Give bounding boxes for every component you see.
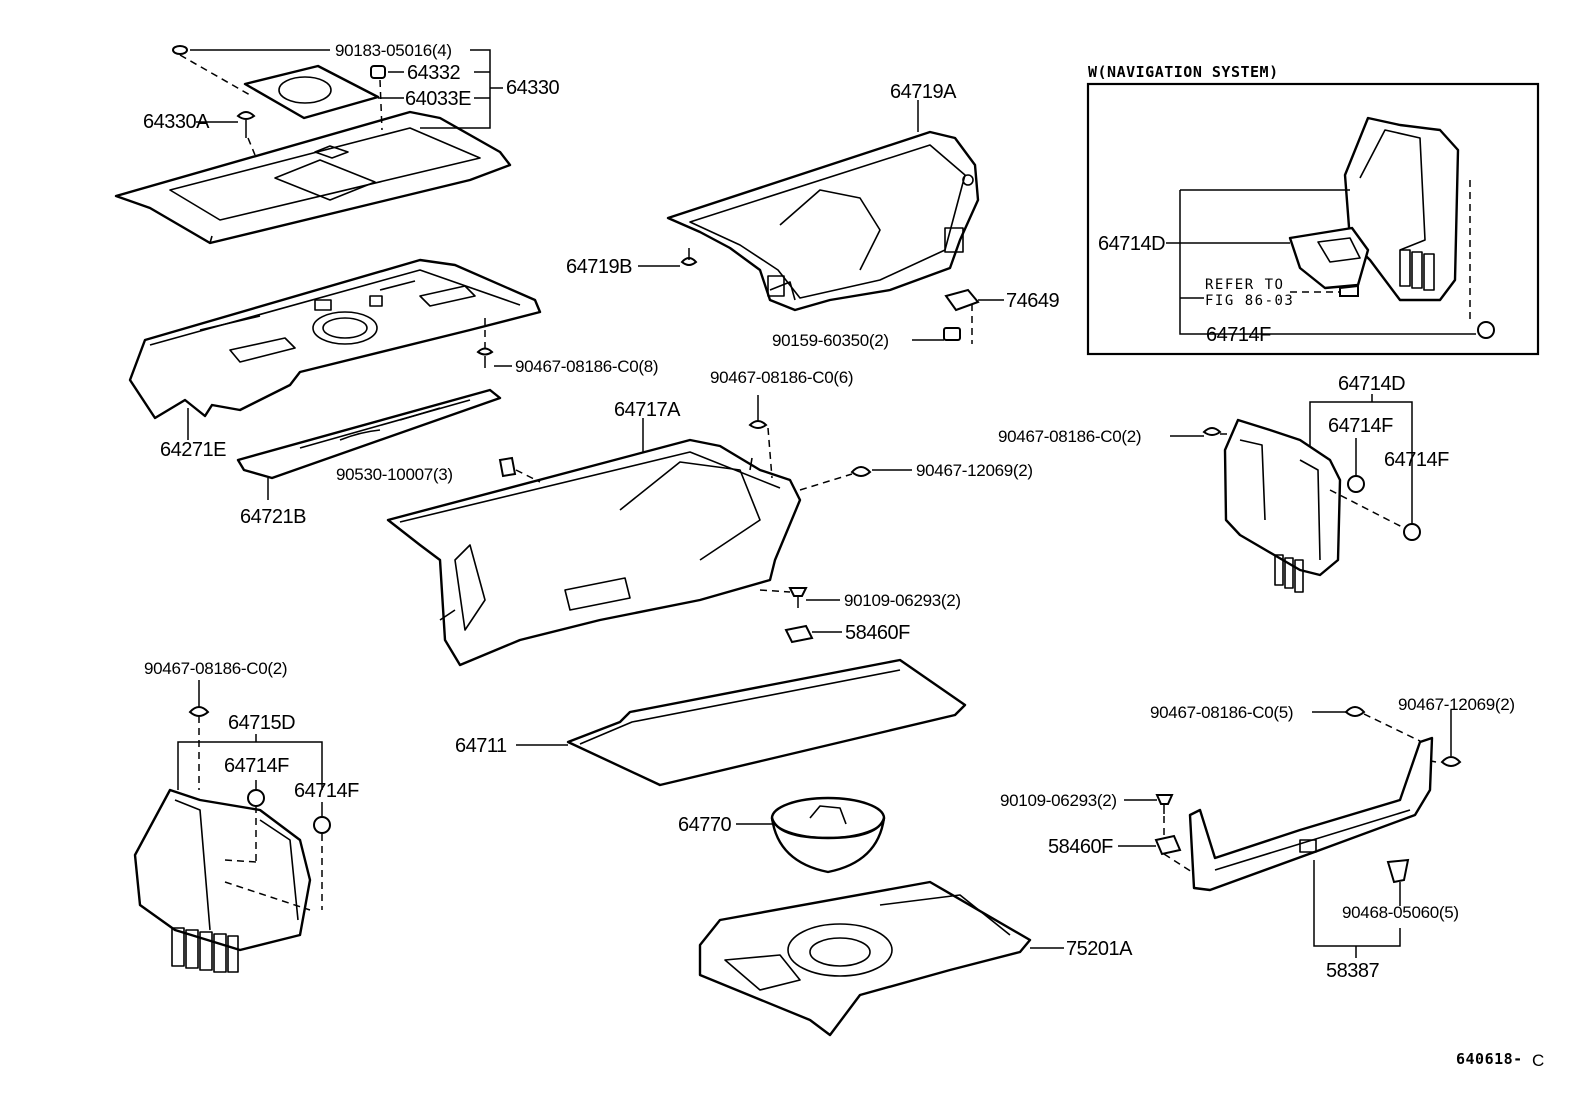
side-trim-64715d bbox=[133, 788, 312, 973]
trunk-front-trim-64717a bbox=[386, 438, 802, 667]
label-90467-08186-c0-2b: 90467-08186-C0(2) bbox=[998, 427, 1141, 446]
nav-inset-frame bbox=[1086, 82, 1540, 356]
label-64719a: 64719A bbox=[890, 81, 957, 103]
label-64330: 64330 bbox=[506, 77, 559, 99]
label-64714d-r: 64714D bbox=[1338, 373, 1405, 395]
trunk-lid-trim-64719a bbox=[666, 130, 980, 312]
label-64715d: 64715D bbox=[228, 712, 295, 734]
label-64714f-r1: 64714F bbox=[1328, 415, 1393, 437]
rear-shelf-panel-64271e bbox=[128, 258, 542, 420]
label-90467-12069-b: 90467-12069(2) bbox=[1398, 695, 1515, 714]
sill-plate-64721b bbox=[236, 388, 502, 480]
label-75201a: 75201A bbox=[1066, 938, 1133, 960]
label-64714f-l1: 64714F bbox=[224, 755, 289, 777]
label-64711: 64711 bbox=[455, 735, 507, 757]
spare-tire-cup-64770 bbox=[770, 796, 886, 874]
label-58387: 58387 bbox=[1326, 960, 1379, 982]
label-64770: 64770 bbox=[678, 814, 731, 836]
label-64721b: 64721B bbox=[240, 506, 306, 528]
label-64714f-r2: 64714F bbox=[1384, 449, 1449, 471]
label-64714f-l2: 64714F bbox=[294, 780, 359, 802]
figure-code: 640618- bbox=[1456, 1050, 1523, 1068]
side-trim-64714d bbox=[1223, 418, 1342, 593]
label-64271e: 64271E bbox=[160, 439, 226, 461]
label-58460f-a: 58460F bbox=[845, 622, 910, 644]
label-90467-08186-c0-5: 90467-08186-C0(5) bbox=[1150, 703, 1293, 722]
label-90467-08186-c0-8: 90467-08186-C0(8) bbox=[515, 357, 658, 376]
label-64332: 64332 bbox=[407, 62, 460, 84]
nav-refer-line2: FIG 86-03 bbox=[1205, 293, 1294, 309]
nav-cover-64714d bbox=[1288, 226, 1370, 290]
label-90159-60350: 90159-60350(2) bbox=[772, 331, 889, 350]
label-90530-10007: 90530-10007(3) bbox=[336, 465, 453, 484]
package-tray-trim-assembly bbox=[114, 45, 512, 245]
figure-code-suffix: C bbox=[1532, 1051, 1544, 1070]
label-90109-06293-b: 90109-06293(2) bbox=[1000, 791, 1117, 810]
label-90109-06293-a: 90109-06293(2) bbox=[844, 591, 961, 610]
label-90467-08186-c0-2a: 90467-08186-C0(2) bbox=[144, 659, 287, 678]
nav-label-64714d: 64714D bbox=[1098, 233, 1165, 255]
label-90467-12069-a: 90467-12069(2) bbox=[916, 461, 1033, 480]
label-90467-08186-c0-6: 90467-08186-C0(6) bbox=[710, 368, 853, 387]
label-74649: 74649 bbox=[1006, 290, 1059, 312]
label-64330a: 64330A bbox=[143, 111, 210, 133]
trunk-mat-64711 bbox=[566, 658, 967, 787]
nav-inset-title: W(NAVIGATION SYSTEM) bbox=[1088, 63, 1279, 81]
label-90183-05016: 90183-05016(4) bbox=[335, 41, 452, 60]
spare-tire-tray-75201a bbox=[698, 880, 1032, 1037]
label-90468-05060: 90468-05060(5) bbox=[1342, 903, 1459, 922]
nav-refer-line1: REFER TO bbox=[1205, 277, 1284, 293]
rear-sill-trim-58387 bbox=[1188, 736, 1434, 892]
label-58460f-b: 58460F bbox=[1048, 836, 1113, 858]
label-64719b: 64719B bbox=[566, 256, 632, 278]
nav-label-64714f: 64714F bbox=[1206, 324, 1271, 346]
label-64717a: 64717A bbox=[614, 399, 681, 421]
label-64033e: 64033E bbox=[405, 88, 471, 110]
